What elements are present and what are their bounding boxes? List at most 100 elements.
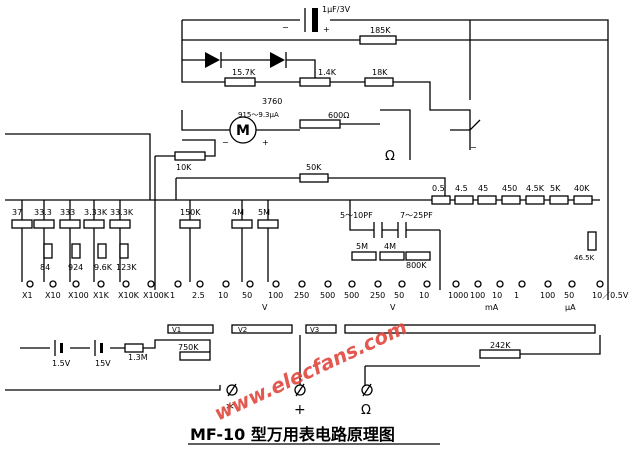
shunt-label-6: 40K	[574, 184, 590, 193]
terminal-21[interactable]	[544, 280, 552, 288]
battery-15v: 15V	[95, 359, 111, 368]
group-ua: μA	[565, 303, 576, 312]
jack-ohm-label: Ω	[361, 403, 371, 418]
terminal-13[interactable]	[348, 280, 356, 288]
cap-minus: −	[282, 23, 289, 32]
terminal-19[interactable]	[496, 280, 504, 288]
jacks: * + Ω	[226, 383, 373, 418]
ladder-label-1: 33.3	[34, 208, 52, 217]
ladder-label-7: 5M	[258, 208, 270, 217]
terminal-4[interactable]	[122, 280, 130, 288]
terminal-9[interactable]	[246, 280, 254, 288]
r-3760-label: 3760	[262, 97, 282, 106]
r-50k-label: 50K	[306, 163, 322, 172]
meter-plus: +	[262, 138, 269, 147]
ohm-label-2: 9.6K	[94, 263, 113, 272]
meter-spec: 915～9.3μA	[238, 111, 279, 119]
terminal-label-18: 100	[470, 291, 485, 300]
ohm-label-1: 924	[68, 263, 83, 272]
ladder-label-2: 333	[60, 208, 75, 217]
shunt-4	[525, 195, 545, 205]
diagram-title: MF-10 型万用表电路原理图	[190, 425, 395, 444]
shunt-label-2: 45	[478, 184, 488, 193]
ladder-resistor-2	[59, 219, 81, 229]
ohm-resistor-2	[97, 243, 107, 259]
terminal-17[interactable]	[452, 280, 460, 288]
r-46-5k-label: 46.5K	[574, 254, 595, 262]
ohm-resistor-1	[71, 243, 81, 259]
group-dcv: V	[262, 303, 268, 312]
switch-v3: V3	[310, 326, 319, 334]
terminal-3[interactable]	[97, 280, 105, 288]
terminal-10[interactable]	[272, 280, 280, 288]
terminal-12[interactable]	[324, 280, 332, 288]
terminal-label-10: 100	[268, 291, 283, 300]
terminal-label-22: 50	[564, 291, 574, 300]
terminal-label-5: X100K	[143, 291, 170, 300]
terminal-16[interactable]	[423, 280, 431, 288]
terminal-20[interactable]	[518, 280, 526, 288]
terminal-2[interactable]	[72, 280, 80, 288]
r-15-7k-label: 15.7K	[232, 68, 256, 77]
lower-circuit: 1.5V 15V 1.3M 750K 242K	[5, 335, 601, 391]
ac-r1: 5M	[356, 242, 368, 251]
switch-v2: V2	[238, 326, 247, 334]
terminal-11[interactable]	[298, 280, 306, 288]
jack-common-label: *	[226, 399, 234, 418]
terminal-18[interactable]	[474, 280, 482, 288]
cap2-label: 7～25PF	[400, 211, 433, 220]
ladder-label-6: 4M	[232, 208, 244, 217]
terminal-label-7: 2.5	[192, 291, 205, 300]
terminal-15[interactable]	[398, 280, 406, 288]
ladder-label-3: 3.33K	[84, 208, 108, 217]
ladder-resistor-4	[109, 219, 131, 229]
terminal-label-11: 250	[294, 291, 309, 300]
terminal-14[interactable]	[374, 280, 382, 288]
ladder-resistor-5	[179, 219, 201, 229]
shunt-5	[549, 195, 569, 205]
r50k-branch: 50K	[175, 163, 446, 200]
terminal-label-19: 10	[492, 291, 502, 300]
shunt-6	[573, 195, 593, 205]
terminal-label-0: X1	[22, 291, 33, 300]
terminal-6[interactable]	[174, 280, 182, 288]
left-loop	[5, 133, 151, 200]
ac-compensation: 5～10PF 7～25PF 5M 4M 800K	[340, 200, 441, 290]
shunt-label-5: 5K	[550, 184, 561, 193]
r-1-4k-label: 1.4K	[318, 68, 337, 77]
shunt-0	[431, 195, 451, 205]
r-10k-label: 10K	[176, 163, 192, 172]
shunt-3	[501, 195, 521, 205]
terminal-label-8: 10	[218, 291, 228, 300]
ladder-label-4: 33.3K	[110, 208, 134, 217]
terminal-label-21: 100	[540, 291, 555, 300]
terminal-7[interactable]	[196, 280, 204, 288]
terminal-0[interactable]	[26, 280, 34, 288]
cap1-label: 5～10PF	[340, 211, 373, 220]
terminal-8[interactable]	[222, 280, 230, 288]
terminal-5[interactable]	[147, 280, 155, 288]
ac-r3: 800K	[406, 261, 427, 270]
terminal-label-3: X1K	[93, 291, 110, 300]
terminal-1[interactable]	[49, 280, 57, 288]
ladder-resistor-0	[11, 219, 33, 229]
ohm-resistor-3	[119, 243, 129, 259]
terminal-22[interactable]	[568, 280, 576, 288]
r-18k-label: 18K	[372, 68, 388, 77]
terminal-label-6: 1	[170, 291, 175, 300]
ohm-mark: Ω	[385, 149, 395, 164]
terminal-label-2: X100	[68, 291, 89, 300]
ohm-label-0: 84	[40, 263, 50, 272]
jack-plus-label: +	[294, 402, 306, 418]
switch-v1: V1	[172, 326, 181, 334]
terminal-label-17: 1000	[448, 291, 468, 300]
terminal-23[interactable]	[596, 280, 604, 288]
r-1-3m-label: 1.3M	[128, 353, 148, 362]
ohm-resistor-0	[43, 243, 53, 259]
terminal-label-1: X10	[45, 291, 61, 300]
top-capacitor-branch: 1μF/3V − + 185K	[181, 5, 609, 300]
group-acv: V	[390, 303, 396, 312]
